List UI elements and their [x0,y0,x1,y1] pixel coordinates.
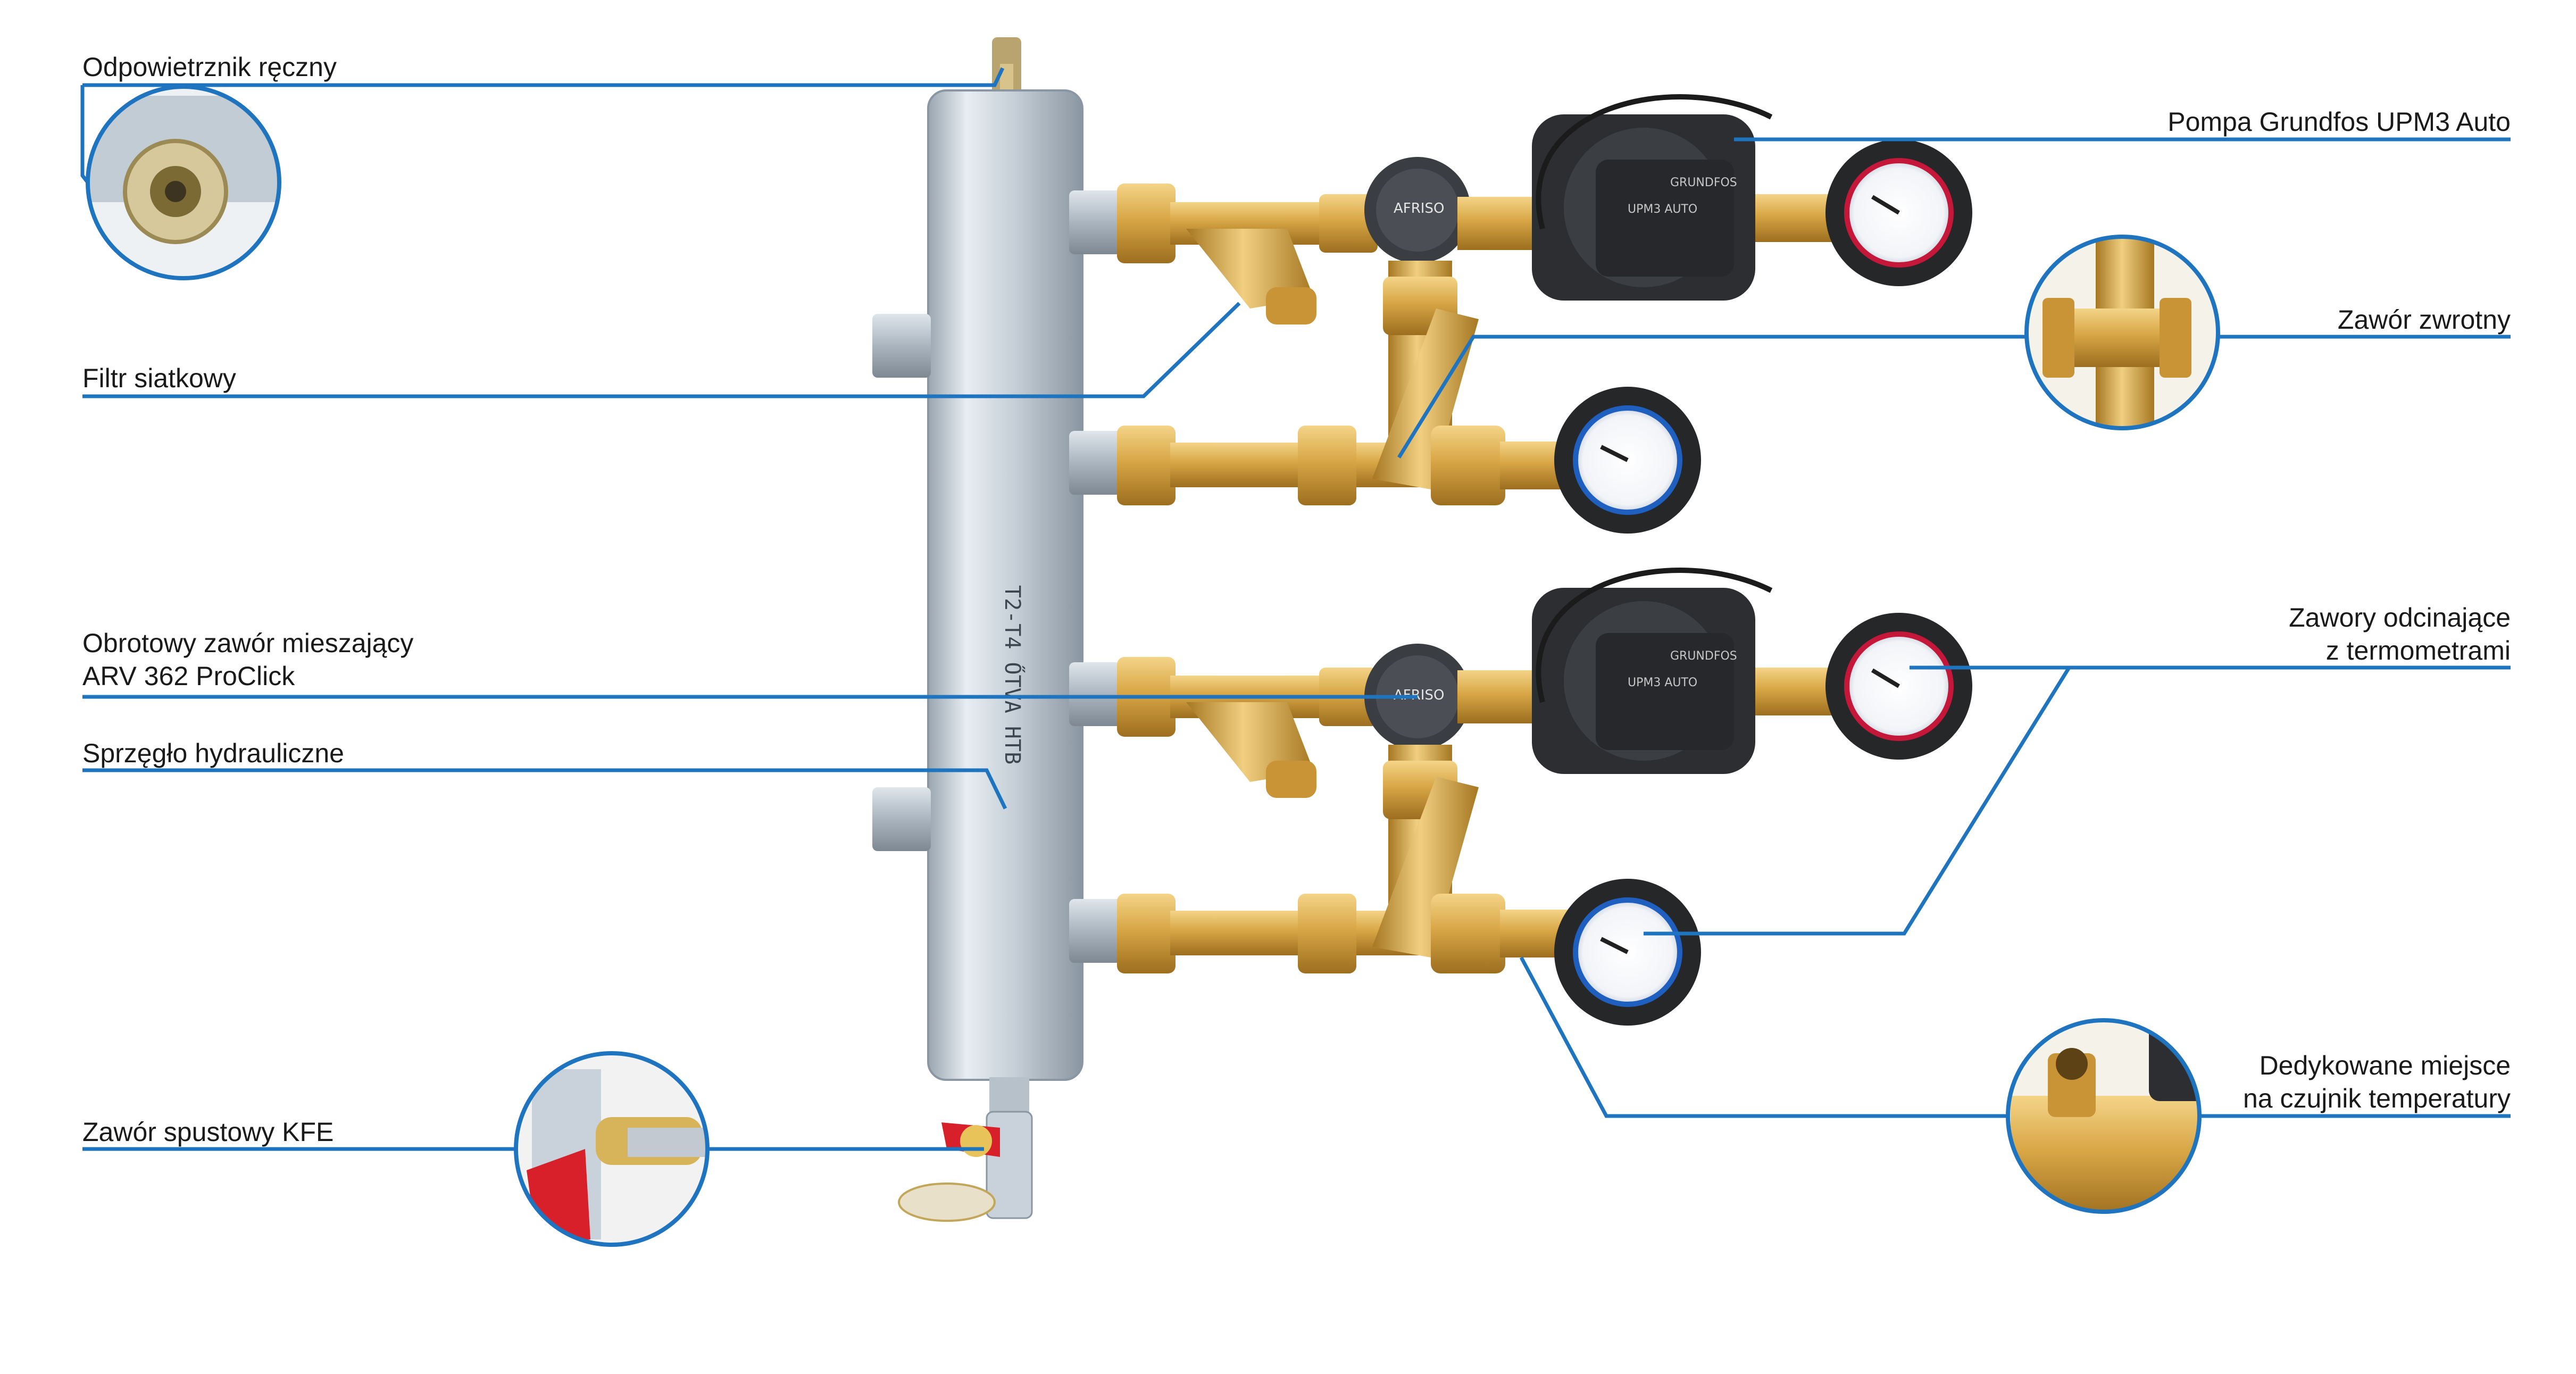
label-pump: Pompa Grundfos UPM3 Auto [2167,107,2511,137]
leader-sensor-2 [1519,956,2008,1118]
leader-air-vent-detail [80,85,89,184]
upper-circuit: AFRISO GRUNDFOS UPM3 AUTO [1069,94,1972,534]
label-sensor-spot-line1: Dedykowane miejsce [2259,1051,2511,1080]
label-mixing-valve-line2: ARV 362 ProClick [82,661,295,691]
hydraulic-coupler: T2-T4 ŐTVA HTB [872,37,1083,1120]
label-mixing-valve: Obrotowy zawór mieszający ARV 362 ProCli… [82,627,413,693]
leader-lines [80,67,2511,1151]
lower-circuit: AFRISO GRUNDFOS UPM3 AUTO [1069,568,1972,1026]
label-hydraulic-coupler: Sprzęgło hydrauliczne [82,738,344,768]
leader-coupler [82,768,1007,810]
drain-valve [898,1111,1033,1222]
detail-air-vent [86,85,281,280]
leader-mesh-filter [82,302,1241,398]
leader-check-valve-2 [1397,335,2027,459]
label-shutoff-valves-line2: z termometrami [2325,636,2511,665]
detail-drain-valve [514,1051,710,1247]
detail-sensor-spot [2006,1018,2202,1214]
valve-brand-upper: AFRISO [1394,201,1444,216]
label-sensor-spot: Dedykowane miejsce na czujnik temperatur… [2243,1049,2511,1115]
coupler-marking: T2-T4 ŐTVA HTB [1000,585,1026,764]
label-check-valve: Zawór zwrotny [2337,305,2511,335]
pump-model-upper: UPM3 AUTO [1628,203,1697,216]
leader-air-vent [82,67,1005,87]
leader-shutoff-lower [1644,667,2071,936]
detail-check-valve [2024,235,2220,430]
label-mixing-valve-line1: Obrotowy zawór mieszający [82,628,414,658]
label-sensor-spot-line2: na czujnik temperatury [2242,1084,2511,1113]
pump-brand-upper: GRUNDFOS [1670,176,1737,189]
label-shutoff-valves: Zawory odcinające z termometrami [2289,601,2511,667]
pump-brand-lower: GRUNDFOS [1670,649,1737,663]
label-air-vent: Odpowietrznik ręczny [82,52,337,82]
label-drain-valve: Zawór spustowy KFE [82,1117,334,1147]
label-shutoff-valves-line1: Zawory odcinające [2289,603,2511,632]
pump-model-lower: UPM3 AUTO [1628,676,1697,689]
label-mesh-filter: Filtr siatkowy [82,363,236,393]
